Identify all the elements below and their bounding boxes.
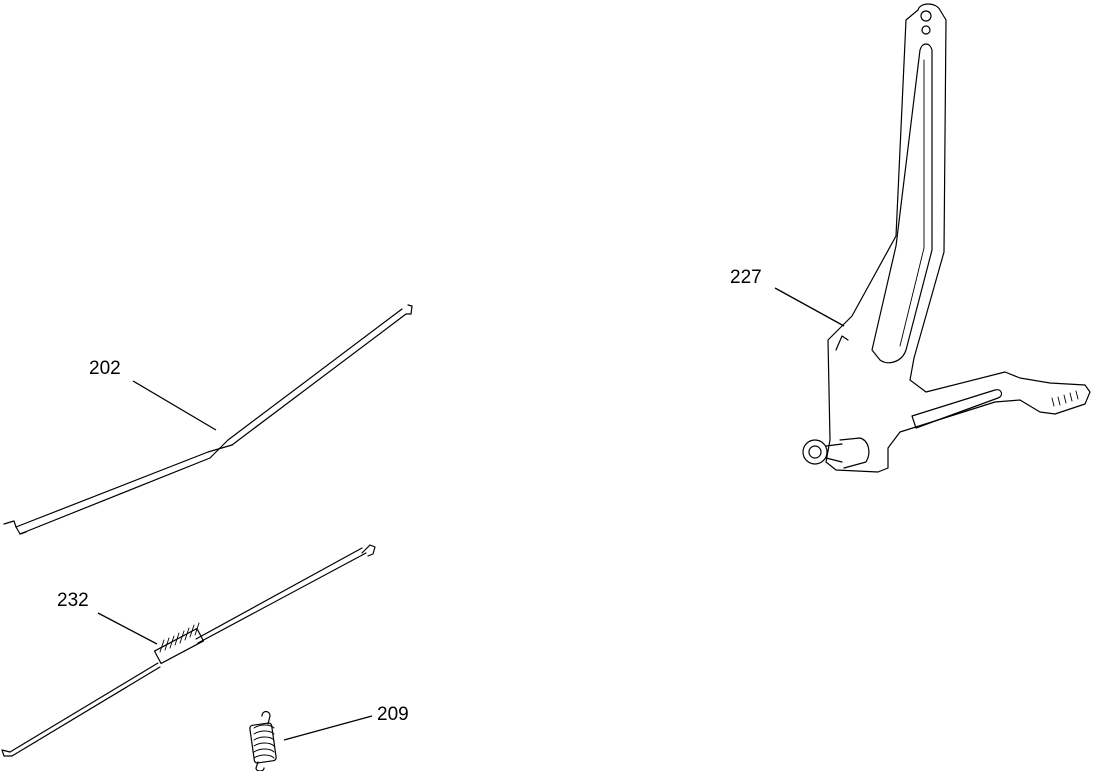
leader-202 bbox=[132, 380, 217, 431]
label-232: 232 bbox=[57, 590, 89, 611]
part-232-spring-rod bbox=[1, 544, 376, 757]
leader-209 bbox=[283, 715, 373, 741]
label-209: 209 bbox=[377, 704, 409, 725]
part-202-rod bbox=[3, 304, 413, 535]
part-227-pedal-lever bbox=[802, 3, 1091, 473]
label-202: 202 bbox=[89, 358, 121, 379]
part-209-spring bbox=[249, 710, 277, 772]
leader-232 bbox=[97, 612, 158, 645]
leader-227 bbox=[774, 287, 845, 327]
label-227: 227 bbox=[730, 267, 762, 288]
